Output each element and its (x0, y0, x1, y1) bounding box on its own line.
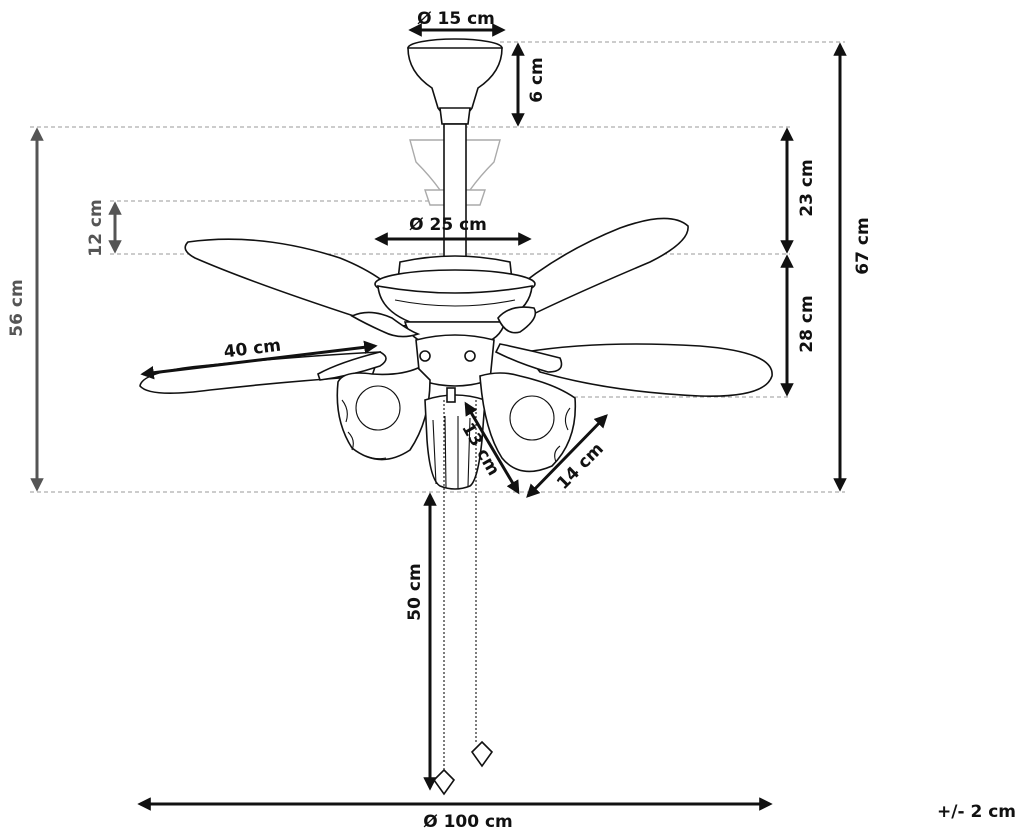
pull-chain-pendant-left (432, 768, 456, 796)
shade-left (336, 367, 431, 461)
label-body-height: 56 cm (7, 279, 27, 336)
label-canopy-height: 6 cm (527, 57, 547, 103)
label-top-diameter: Ø 15 cm (417, 9, 495, 29)
label-offset: 12 cm (86, 199, 106, 256)
dimension-arrows (30, 23, 847, 811)
label-tolerance: +/- 2 cm (937, 802, 1016, 822)
blade-right-upper (482, 217, 689, 329)
blade-right (523, 343, 773, 397)
dimension-labels: Ø 15 cm 6 cm 67 cm 23 cm 28 cm Ø 25 cm 1… (7, 9, 1016, 832)
label-total-height: 67 cm (853, 217, 873, 274)
label-motor-height: 28 cm (797, 295, 817, 352)
label-chain-length: 50 cm (405, 563, 425, 620)
fan-blades (139, 217, 773, 397)
pull-chain-pendant-right (470, 740, 494, 768)
label-downrod: 23 cm (797, 159, 817, 216)
label-span-diameter: Ø 100 cm (423, 812, 513, 832)
motor-housing (317, 255, 563, 381)
label-motor-diameter: Ø 25 cm (409, 215, 487, 235)
